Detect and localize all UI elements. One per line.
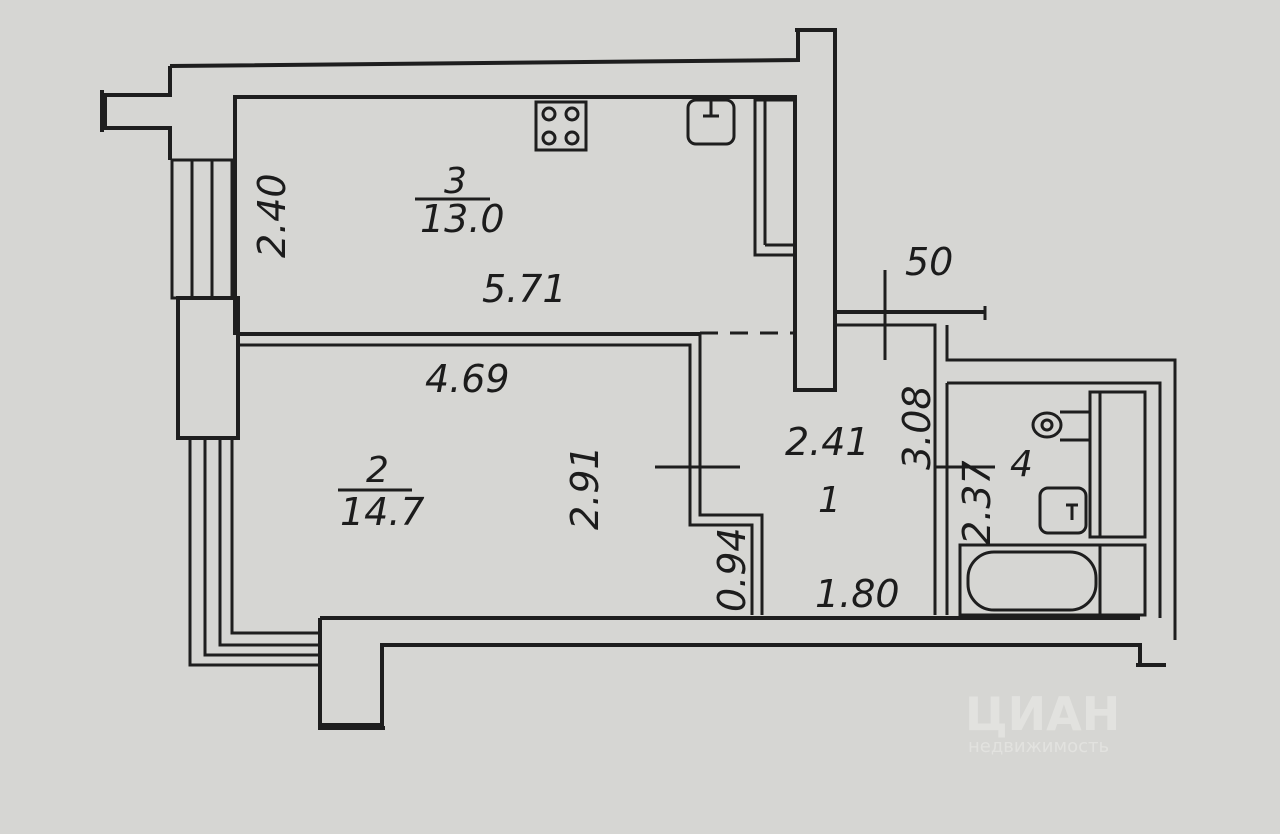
dim-room-height: 2.91	[563, 445, 607, 530]
room-4-number: 4	[1010, 444, 1033, 485]
dim-hall-notch: 0.94	[710, 527, 754, 612]
toilet-icon	[1031, 390, 1147, 539]
watermark-logo: ЦИАН	[965, 687, 1120, 741]
room-2-area: 14.7	[340, 490, 425, 534]
dim-room-width: 4.69	[425, 357, 510, 401]
dim-wall-offset: 50	[905, 240, 953, 284]
stove-icon	[534, 100, 588, 152]
dim-corridor-height: 3.08	[895, 385, 939, 470]
bathroom-sink-icon	[1038, 486, 1088, 535]
wall-pier	[176, 296, 240, 440]
room-hall-partition	[655, 425, 764, 615]
dim-hall-width: 2.41	[785, 420, 870, 464]
outer-walls	[100, 28, 837, 392]
watermark-sub: недвижимость	[968, 736, 1109, 757]
dim-hall-lower: 1.80	[815, 572, 900, 616]
kitchen-window	[170, 158, 234, 300]
kitchen-counter	[753, 98, 797, 257]
room-3-area: 13.0	[420, 197, 505, 241]
room-2-number: 2	[366, 450, 389, 491]
room-window	[188, 438, 320, 667]
corridor-walls	[835, 270, 1177, 640]
dim-bath-height: 2.37	[955, 460, 999, 545]
room-1-number: 1	[818, 480, 841, 521]
kitchen-room-partition	[238, 331, 795, 425]
dim-kitchen-width: 5.71	[482, 267, 567, 311]
dim-kitchen-height: 2.40	[250, 173, 294, 258]
bathtub-icon	[958, 543, 1147, 617]
bottom-wall	[318, 616, 1166, 730]
room-3-number: 3	[444, 161, 467, 202]
kitchen-sink-icon	[686, 98, 736, 146]
